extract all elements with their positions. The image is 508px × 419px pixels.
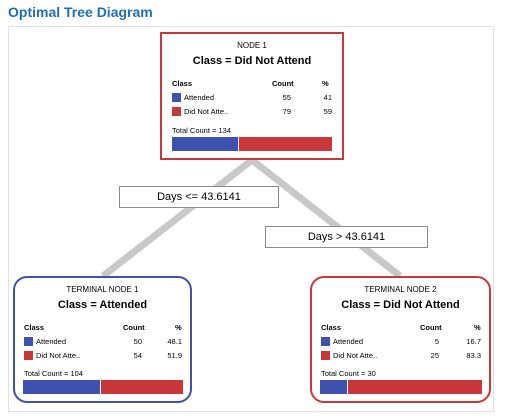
did-not-attend-swatch — [172, 107, 181, 116]
node-1[interactable]: NODE 1 Class = Did Not Attend Class Coun… — [160, 32, 344, 160]
percent-header: % — [474, 323, 481, 332]
class-row-did-not-attend: Did Not Atte.. 25 83.3 — [321, 351, 483, 361]
class-row-label: Did Not Atte.. — [184, 107, 229, 116]
node-class-label: Class = Did Not Attend — [192, 55, 312, 67]
terminal-node-2[interactable]: TERMINAL NODE 2 Class = Did Not Attend C… — [310, 276, 491, 403]
class-row-did-not-attend: Did Not Atte.. 54 51.9 — [24, 351, 184, 361]
class-row-percent: 51.9 — [167, 351, 182, 360]
percent-header: % — [322, 79, 329, 88]
attended-share-segment — [172, 137, 238, 151]
class-row-did-not-attend: Did Not Atte.. 79 59 — [172, 107, 337, 117]
total-count: Total Count = 134 — [172, 126, 232, 135]
class-row-attended: Attended 5 16.7 — [321, 337, 483, 347]
total-count: Total Count = 104 — [24, 369, 84, 378]
attended-share-segment — [320, 380, 348, 394]
node-name: NODE 1 — [237, 41, 267, 50]
terminal-node-1[interactable]: TERMINAL NODE 1 Class = Attended Class C… — [13, 276, 192, 403]
node-class-label: Class = Did Not Attend — [341, 299, 460, 311]
class-row-percent: 16.7 — [466, 337, 481, 346]
class-row-percent: 41 — [323, 93, 332, 102]
segment-divider — [237, 137, 239, 151]
class-row-label: Attended — [36, 337, 67, 346]
attended-swatch — [321, 337, 330, 346]
did-not-attend-share-segment — [238, 137, 332, 151]
did-not-attend-share-segment — [100, 380, 183, 394]
edge-node1-to-terminal2 — [249, 157, 403, 279]
class-proportion-bar — [23, 380, 183, 394]
class-row-label: Attended — [184, 93, 215, 102]
class-header: Class — [24, 323, 45, 332]
class-row-count: 55 — [282, 93, 291, 102]
class-header: Class — [321, 323, 342, 332]
class-row-count: 54 — [133, 351, 142, 360]
node-name: TERMINAL NODE 1 — [66, 285, 139, 294]
count-header: Count — [272, 79, 294, 88]
count-header: Count — [420, 323, 442, 332]
attended-swatch — [172, 93, 181, 102]
page-title: Optimal Tree Diagram — [8, 4, 153, 20]
class-row-label: Did Not Atte.. — [36, 351, 81, 360]
attended-swatch — [24, 337, 33, 346]
class-row-percent: 59 — [323, 107, 332, 116]
did-not-attend-swatch — [321, 351, 330, 360]
class-row-attended: Attended 55 41 — [172, 93, 337, 103]
class-row-label: Did Not Atte.. — [333, 351, 378, 360]
did-not-attend-share-segment — [348, 380, 482, 394]
split-rule-right: Days > 43.6141 — [265, 226, 428, 248]
node-class-label: Class = Attended — [57, 299, 148, 311]
class-row-label: Attended — [333, 337, 364, 346]
edge-node1-to-terminal1 — [100, 157, 255, 279]
class-row-count: 5 — [434, 337, 439, 346]
class-row-count: 25 — [430, 351, 439, 360]
segment-divider — [99, 380, 101, 394]
class-proportion-bar — [320, 380, 482, 394]
class-proportion-bar — [172, 137, 332, 151]
total-count: Total Count = 30 — [321, 369, 376, 378]
count-header: Count — [123, 323, 145, 332]
node-name: TERMINAL NODE 2 — [364, 285, 437, 294]
class-row-count: 50 — [133, 337, 142, 346]
class-row-percent: 83.3 — [466, 351, 481, 360]
class-row-count: 79 — [282, 107, 291, 116]
split-rule-left: Days <= 43.6141 — [119, 186, 279, 208]
class-header: Class — [172, 79, 193, 88]
attended-share-segment — [23, 380, 100, 394]
segment-divider — [347, 380, 349, 394]
percent-header: % — [175, 323, 182, 332]
class-row-percent: 48.1 — [167, 337, 182, 346]
did-not-attend-swatch — [24, 351, 33, 360]
class-row-attended: Attended 50 48.1 — [24, 337, 184, 347]
